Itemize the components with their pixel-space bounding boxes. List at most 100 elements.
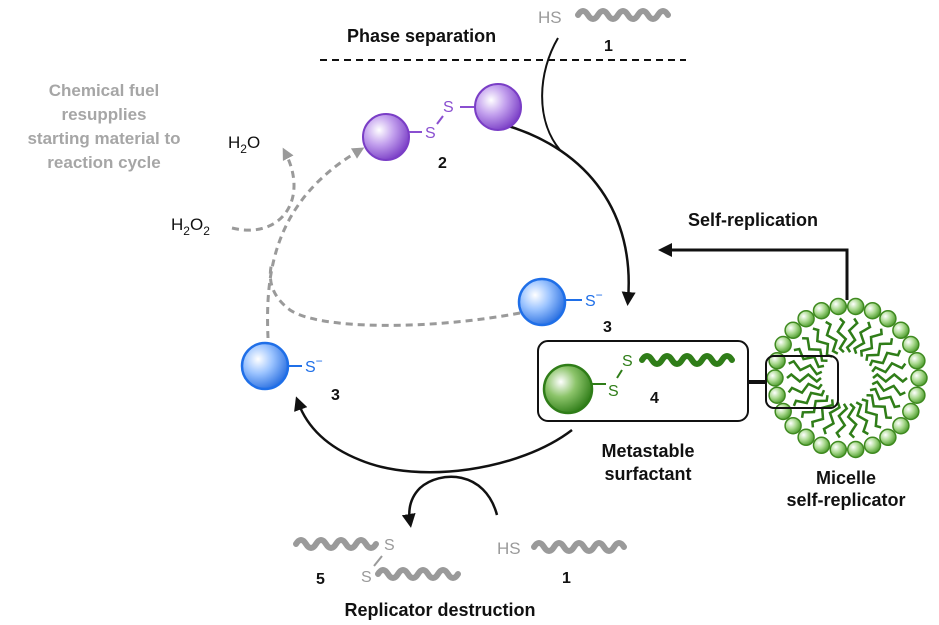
micelle-highlight-box bbox=[765, 355, 839, 409]
thiolate-s-left: S− bbox=[305, 354, 323, 376]
waste-s-upper: S bbox=[384, 537, 395, 554]
micelle-head bbox=[908, 352, 926, 370]
micelle-tail bbox=[861, 398, 882, 429]
thiolate-s-right: S− bbox=[585, 288, 603, 310]
hs-label-bottom: HS bbox=[497, 539, 521, 558]
micelle-head bbox=[902, 402, 920, 421]
peroxide-to-water-arrow bbox=[231, 147, 296, 232]
micelle-tail bbox=[812, 327, 833, 358]
micelle-tail bbox=[855, 401, 869, 436]
micelle-tail bbox=[846, 402, 858, 439]
chemical-fuel-line-1: Chemical fuel bbox=[49, 81, 160, 100]
bond-ss bbox=[436, 115, 444, 125]
bond-green-ss bbox=[616, 369, 623, 379]
micelle-head bbox=[812, 436, 831, 455]
hs-label-top: HS bbox=[538, 8, 562, 27]
micelle-head bbox=[797, 428, 815, 447]
blue-sphere-right bbox=[517, 277, 567, 327]
micelle-head bbox=[797, 309, 815, 328]
thiolate-return-dashed bbox=[268, 261, 521, 327]
compound-number-1-bottom: 1 bbox=[562, 570, 571, 587]
purple-sphere-left bbox=[362, 113, 410, 161]
micelle-head bbox=[908, 386, 926, 404]
waste-ss-bond bbox=[373, 555, 383, 567]
micelle-tail bbox=[869, 387, 901, 409]
micelle-tail bbox=[836, 317, 848, 354]
micelle-tail bbox=[845, 317, 859, 353]
metastable-label-2: surfactant bbox=[604, 464, 691, 484]
micelle-tail bbox=[859, 328, 883, 357]
micelle-tail bbox=[792, 389, 826, 407]
compound-number-1-top: 1 bbox=[604, 38, 613, 55]
micelle-head bbox=[892, 416, 910, 435]
compound-number-5: 5 bbox=[316, 571, 325, 588]
sulfur-label-1: S bbox=[425, 125, 436, 142]
micelle-head bbox=[879, 309, 897, 328]
micelle-tail bbox=[786, 372, 822, 384]
micelle-head bbox=[902, 335, 920, 354]
phase-separation-label: Phase separation bbox=[347, 26, 496, 46]
micelle-head bbox=[846, 440, 865, 459]
destruction-arrow bbox=[401, 475, 499, 528]
green-chain bbox=[639, 353, 735, 367]
micelle-tail bbox=[871, 380, 906, 397]
purple-sphere-right bbox=[474, 83, 522, 131]
compound-number-4: 4 bbox=[650, 390, 659, 407]
micelle-tail bbox=[800, 395, 829, 418]
arrow-disulfide-to-thiolate bbox=[504, 123, 636, 306]
micelle-tail bbox=[802, 336, 828, 363]
fuel-arrow-to-disulfide bbox=[266, 147, 365, 339]
micelle-head bbox=[892, 321, 910, 340]
micelle-head bbox=[766, 369, 784, 387]
micelle-tail bbox=[871, 361, 907, 374]
micelle-tail bbox=[866, 393, 892, 420]
micelle-tail bbox=[822, 401, 841, 435]
micelle-head bbox=[784, 321, 802, 340]
micelle-head bbox=[846, 297, 865, 316]
micelle-head bbox=[829, 297, 848, 316]
micelle-tail bbox=[865, 338, 894, 361]
micelle-head bbox=[812, 301, 831, 320]
self-replication-arrow bbox=[658, 243, 849, 300]
chemical-fuel-line-2: resupplies bbox=[61, 105, 146, 124]
compound-number-3-right: 3 bbox=[603, 319, 612, 336]
blue-sphere-left bbox=[240, 341, 290, 391]
micelle-head bbox=[774, 335, 792, 354]
arrow-thiol-entry bbox=[541, 37, 561, 151]
micelle-head bbox=[879, 428, 897, 447]
chemical-fuel-line-4: reaction cycle bbox=[47, 153, 160, 172]
micelle-label-1: Micelle bbox=[816, 468, 876, 488]
chemical-fuel-line-3: starting material to bbox=[27, 129, 180, 148]
arrow-surfactant-to-thiolate bbox=[294, 396, 573, 474]
surfactant-s-2: S bbox=[622, 353, 633, 370]
micelle bbox=[766, 297, 928, 459]
micelle-tail bbox=[835, 403, 849, 439]
micelle-tail bbox=[825, 320, 839, 355]
micelle-head bbox=[910, 369, 928, 387]
micelle-tail bbox=[788, 359, 823, 376]
waste-chain-lower bbox=[375, 567, 461, 581]
micelle-tail bbox=[811, 399, 835, 428]
surfactant-s-1: S bbox=[608, 383, 619, 400]
waste-chain-upper bbox=[293, 537, 379, 551]
micelle-label-2: self-replicator bbox=[786, 490, 905, 510]
water-label: H2O bbox=[228, 133, 260, 156]
thiol-chain-top bbox=[575, 8, 671, 22]
micelle-tail bbox=[793, 347, 825, 369]
micelle-head bbox=[784, 416, 802, 435]
micelle-head bbox=[829, 440, 848, 459]
micelle-tail bbox=[872, 372, 908, 384]
thiol-chain-bottom bbox=[531, 540, 627, 554]
self-replication-label: Self-replication bbox=[688, 210, 818, 230]
sulfur-label-2: S bbox=[443, 99, 454, 116]
compound-number-2: 2 bbox=[438, 155, 447, 172]
micelle-head bbox=[863, 301, 882, 320]
metastable-label-1: Metastable bbox=[601, 441, 694, 461]
micelle-tail bbox=[787, 382, 823, 395]
micelle-head bbox=[768, 386, 786, 404]
micelle-tail bbox=[868, 349, 902, 367]
green-sphere bbox=[542, 363, 594, 415]
micelle-tail bbox=[853, 321, 872, 355]
waste-s-lower: S bbox=[361, 569, 372, 586]
